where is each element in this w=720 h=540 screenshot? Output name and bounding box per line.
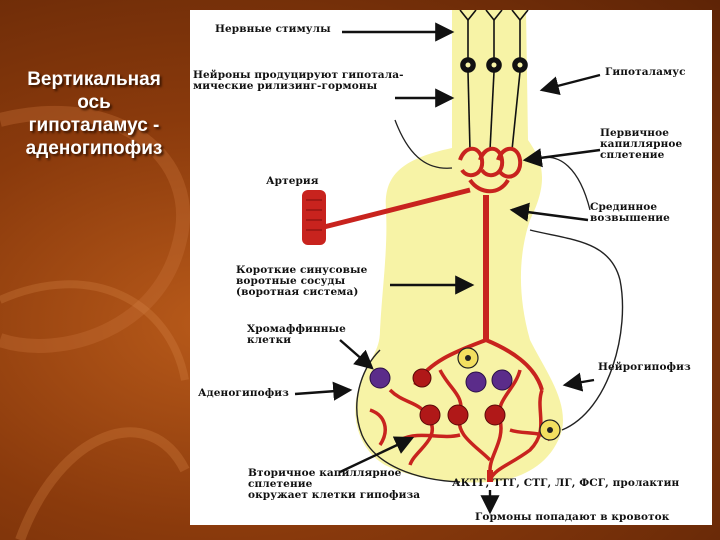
chromaffin-cell — [491, 369, 513, 391]
label-adenohypophysis: Аденогипофиз — [198, 387, 289, 399]
label-hormones-list: АКТГ, ТТГ, СТГ, ЛГ, ФСГ, пролактин — [452, 477, 680, 489]
hypothalamic-neurons — [459, 10, 529, 151]
adenohypophysis-outline — [356, 349, 461, 483]
slide-title: Вертикальная ось гипоталамус - аденогипо… — [25, 69, 163, 159]
chromaffin-cell — [369, 367, 391, 389]
label-nerve-stimuli: Нервные стимулы — [215, 23, 331, 35]
label-chromaffin: Хромаффинные клетки — [247, 323, 346, 346]
pituitary-diagram — [294, 10, 624, 515]
hypothalamus-stalk-tissue — [355, 10, 563, 483]
neurohypophysis-outline — [529, 229, 624, 431]
chromaffin-cell — [419, 404, 441, 426]
chromaffin-cell — [412, 368, 432, 388]
diagram-panel: Нервные стимулы Нейроны продуцируют гипо… — [190, 10, 712, 525]
label-arrows — [294, 22, 601, 515]
label-hormones-blood: Гормоны попадают в кровоток — [475, 511, 670, 523]
chromaffin-cell — [465, 371, 487, 393]
artery-stub — [302, 190, 326, 245]
primary-capillary-plexus — [458, 146, 523, 194]
label-hypothalamus: Гипоталамус — [605, 66, 686, 78]
chromaffin-cell — [484, 404, 506, 426]
pituitary-cells — [369, 347, 561, 441]
label-neurohypophysis: Нейрогипофиз — [598, 361, 691, 373]
label-artery: Артерия — [266, 175, 319, 187]
label-primary-plexus: Первичное капиллярное сплетение — [600, 127, 683, 161]
chromaffin-cell — [447, 404, 469, 426]
artery-vessel — [319, 187, 471, 231]
label-secondary-plexus: Вторичное капиллярное сплетение окружает… — [248, 467, 421, 501]
label-portal-vessels: Короткие синусовые воротные сосуды (воро… — [236, 264, 368, 298]
label-median-eminence: Срединное возвышение — [590, 201, 670, 224]
label-neurons: Нейроны продуцируют гипотала- мические р… — [193, 69, 404, 92]
